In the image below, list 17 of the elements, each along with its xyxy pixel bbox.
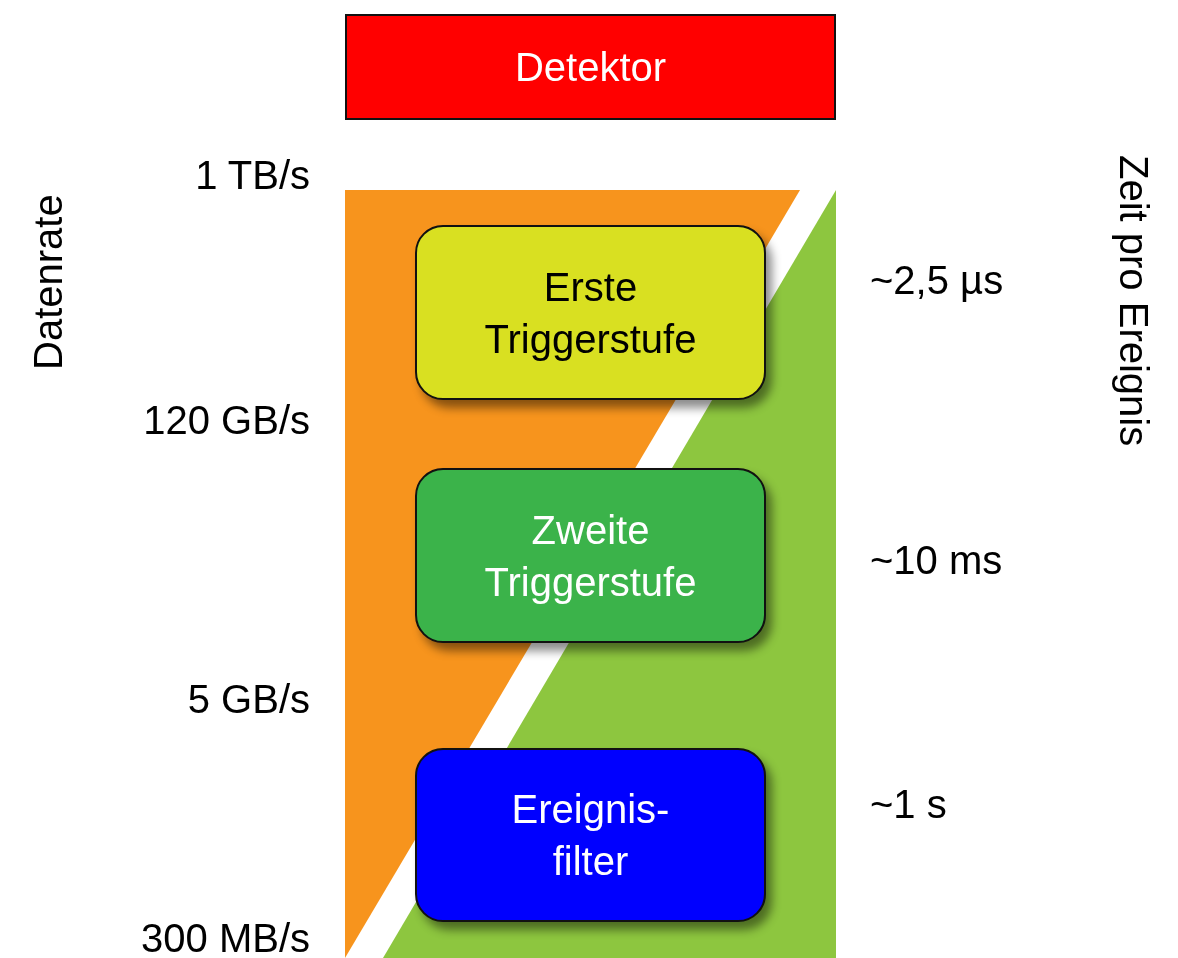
axis-title: Datenrate: [26, 194, 71, 370]
time-value: ~10 ms: [870, 538, 1003, 583]
box-label: Erste Triggerstufe: [483, 263, 698, 363]
rate-value: 300 MB/s: [141, 916, 310, 958]
time-value: ~1 s: [870, 782, 947, 827]
rate-value: 120 GB/s: [143, 398, 310, 443]
rate-value: 5 GB/s: [187, 677, 310, 722]
box-label: Ereignis- filter: [510, 786, 671, 885]
axis-title: Zeit pro Ereignis: [1111, 155, 1156, 447]
box-label: Zweite Triggerstufe: [483, 506, 698, 606]
process-box: [415, 748, 766, 922]
process-box: [415, 225, 766, 400]
box-label: Detektor: [514, 44, 667, 91]
rate-value: 1 TB/s: [195, 153, 310, 198]
time-value: ~2,5 µs: [870, 258, 1004, 303]
process-box: [345, 14, 836, 120]
process-box: [415, 468, 766, 643]
